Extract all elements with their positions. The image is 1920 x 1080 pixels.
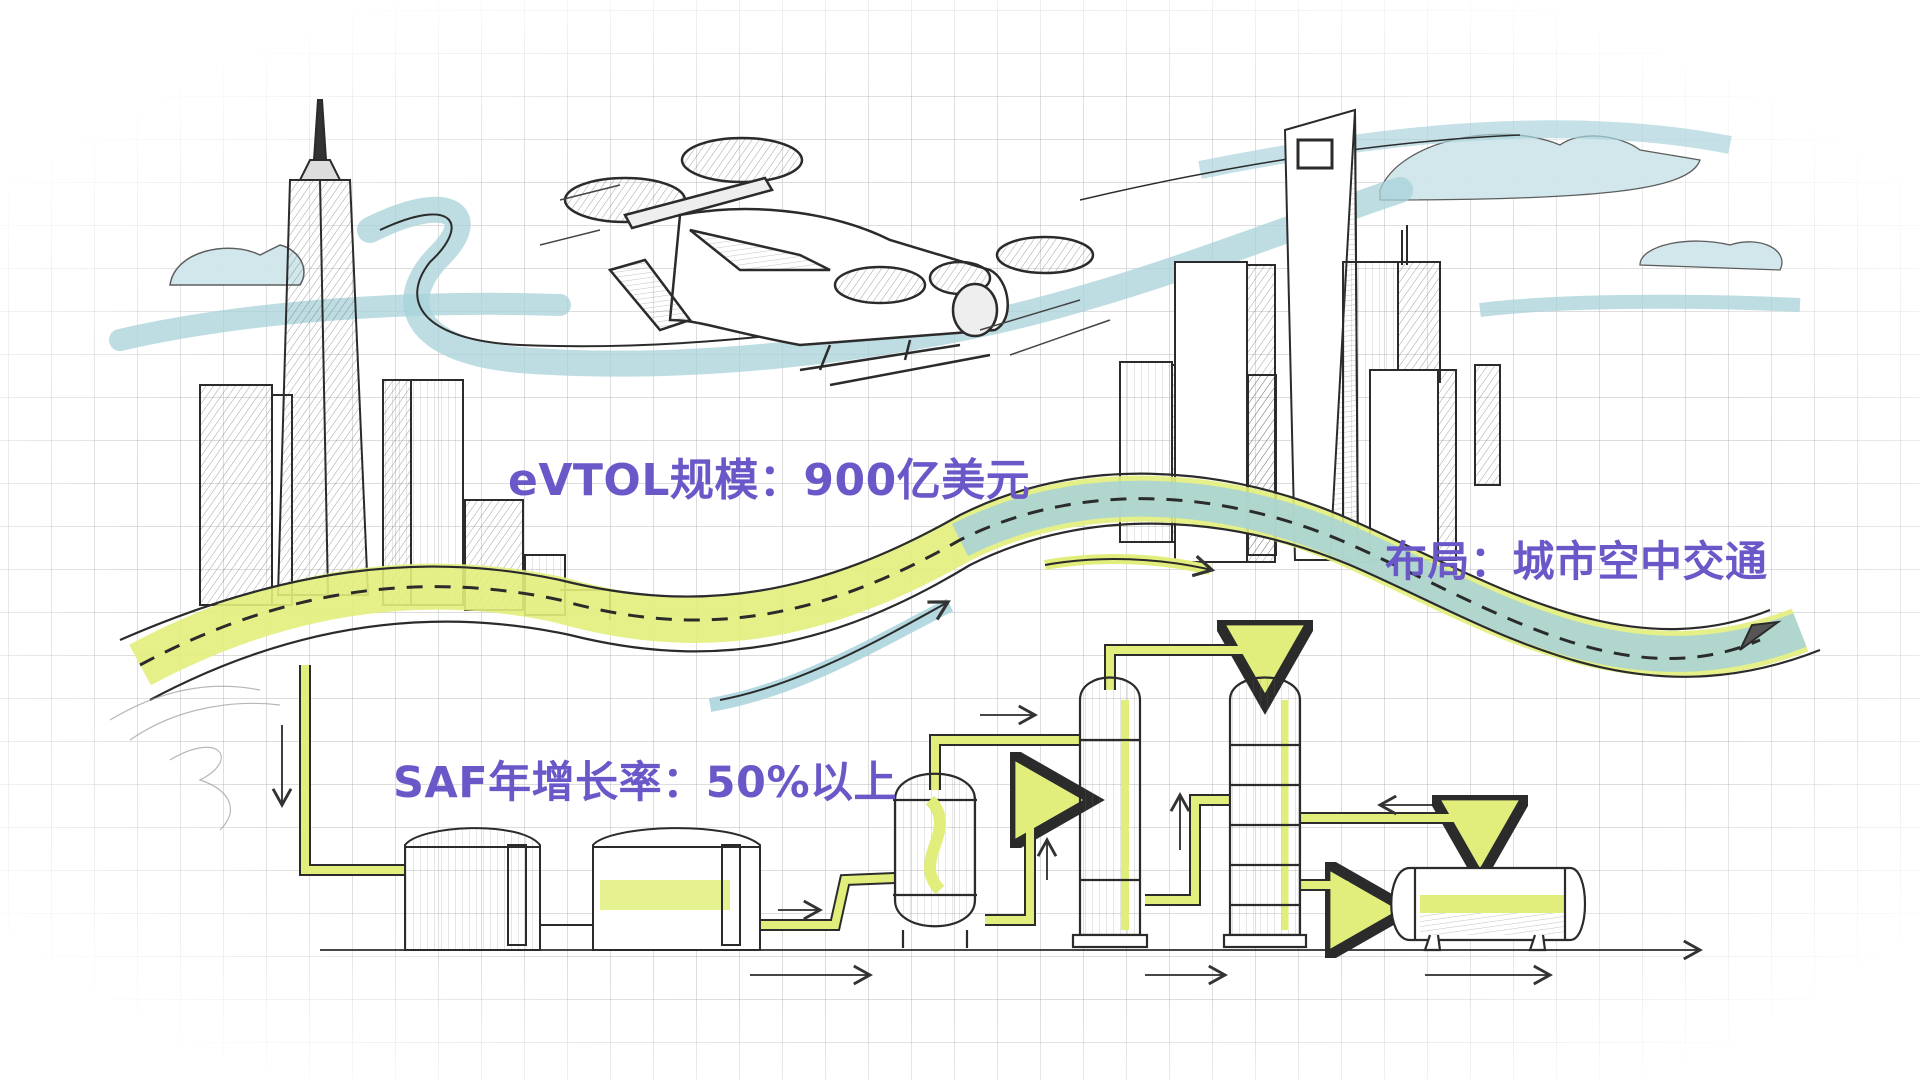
storage-tanks	[404, 827, 761, 951]
speed-lines	[539, 184, 1111, 356]
reactor-vessel	[893, 772, 977, 948]
distillation-columns	[1071, 676, 1308, 949]
scribble-shading	[109, 685, 281, 831]
horizontal-tank	[1390, 866, 1586, 952]
saf-growth-label: SAF年增长率：50%以上	[393, 758, 898, 808]
evtol-aircraft	[563, 136, 1095, 387]
urban-air-mobility-label: 布局：城市空中交通	[1385, 537, 1768, 586]
flow-arrows	[271, 704, 1703, 986]
evtol-market-label: eVTOL规模：900亿美元	[508, 455, 1031, 506]
sky-route-road	[119, 472, 1821, 712]
